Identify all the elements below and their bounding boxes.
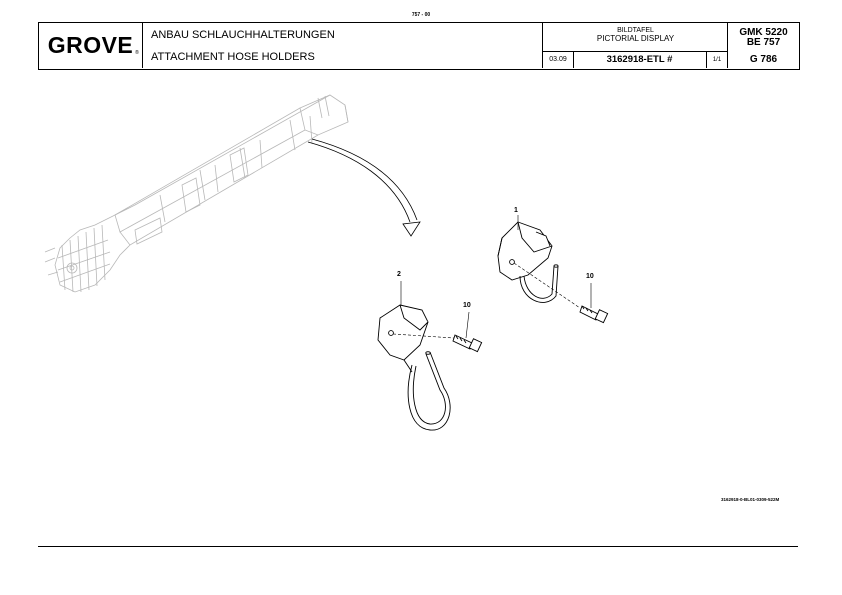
leader-lines [400, 215, 592, 339]
model-cell: GMK 5220 BE 757 G 786 [728, 23, 799, 68]
hose-holder-part-1 [497, 221, 559, 303]
drawing-reference: 3162918-0-BL01-0309-522M [721, 497, 780, 502]
title-english: ATTACHMENT HOSE HOLDERS [151, 51, 315, 63]
callout-part-1: 1 [514, 207, 518, 214]
callout-bolt-lower: 10 [463, 302, 471, 309]
callout-bolt-upper: 10 [586, 273, 594, 280]
subassembly-code: BE 757 [746, 37, 781, 48]
pictorial-english: PICTORIAL DISPLAY [596, 34, 675, 43]
page-reference: 757 - 00 [411, 12, 431, 18]
title-block: GROVE® ANBAU SCHLAUCHHALTERUNGEN ATTACHM… [38, 22, 800, 70]
grove-logo: GROVE® [47, 32, 139, 59]
info-cell: BILDTAFEL PICTORIAL DISPLAY 03.09 316291… [543, 23, 728, 68]
model-name: GMK 5220 [739, 27, 788, 38]
bolt-10-lower [452, 334, 483, 353]
title-german: ANBAU SCHLAUCHHALTERUNGEN [151, 29, 335, 41]
group-number: G 786 [749, 54, 778, 65]
logo-text: GROVE [47, 32, 134, 58]
sheet-number: 1/1 [712, 56, 722, 63]
pictorial-german: BILDTAFEL [617, 27, 654, 34]
logo-cell: GROVE® [39, 23, 143, 68]
pictorial-label: BILDTAFEL PICTORIAL DISPLAY [543, 23, 728, 52]
bolt-10-upper [579, 305, 609, 324]
issue-date: 03.09 [543, 51, 574, 68]
registered-mark: ® [135, 50, 140, 56]
document-number: 3162918-ETL # [573, 51, 707, 68]
crane-boom-illustration [44, 94, 349, 293]
callout-part-2: 2 [397, 271, 401, 278]
alignment-lines [392, 262, 581, 339]
footer-rule [38, 546, 798, 547]
detail-arrow [307, 138, 421, 237]
description-cell: ANBAU SCHLAUCHHALTERUNGEN ATTACHMENT HOS… [143, 23, 543, 68]
hose-holder-part-2 [377, 304, 451, 431]
